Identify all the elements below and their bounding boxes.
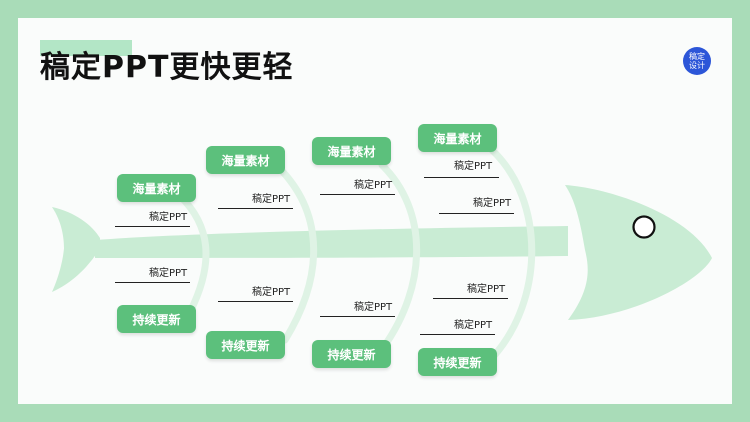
bone-label: 稿定PPT (252, 194, 291, 205)
bone-line (115, 226, 190, 228)
bone-line (320, 316, 395, 318)
bone-line (420, 334, 495, 336)
bone-label: 稿定PPT (454, 320, 493, 331)
top-pill-2: 海量素材 (206, 146, 285, 174)
bone-label: 稿定PPT (454, 161, 493, 172)
bone-label: 稿定PPT (467, 284, 506, 295)
bottom-pill-4: 持续更新 (418, 348, 497, 376)
bone-4 (488, 146, 536, 362)
eye-icon (632, 215, 656, 239)
bone-line (115, 282, 190, 284)
page-title: 稿定PPT更快更轻 (40, 50, 294, 85)
bone-3 (378, 161, 420, 352)
bone-label: 稿定PPT (149, 268, 188, 279)
bone-label: 稿定PPT (252, 287, 291, 298)
fish-tail (52, 207, 100, 292)
logo: 稿定设计 (683, 47, 711, 75)
bone-line (218, 301, 293, 303)
bone-label: 稿定PPT (354, 302, 393, 313)
logo-text: 稿定设计 (689, 52, 705, 70)
bone-line (424, 177, 499, 179)
top-pill-3: 海量素材 (312, 137, 391, 165)
top-pill-1: 海量素材 (117, 174, 196, 202)
bottom-pill-1: 持续更新 (117, 305, 196, 333)
bone-line (320, 194, 395, 196)
bone-line (218, 208, 293, 210)
bone-1 (176, 192, 210, 316)
fish-spine (95, 226, 568, 258)
bone-label: 稿定PPT (149, 212, 188, 223)
bone-label: 稿定PPT (354, 180, 393, 191)
bone-line (439, 213, 514, 215)
bone-line (433, 298, 508, 300)
top-pill-4: 海量素材 (418, 124, 497, 152)
fish-head (565, 185, 712, 320)
bone-2 (279, 168, 318, 344)
title-accent (40, 40, 132, 56)
bone-label: 稿定PPT (473, 198, 512, 209)
bottom-pill-3: 持续更新 (312, 340, 391, 368)
bottom-pill-2: 持续更新 (206, 331, 285, 359)
